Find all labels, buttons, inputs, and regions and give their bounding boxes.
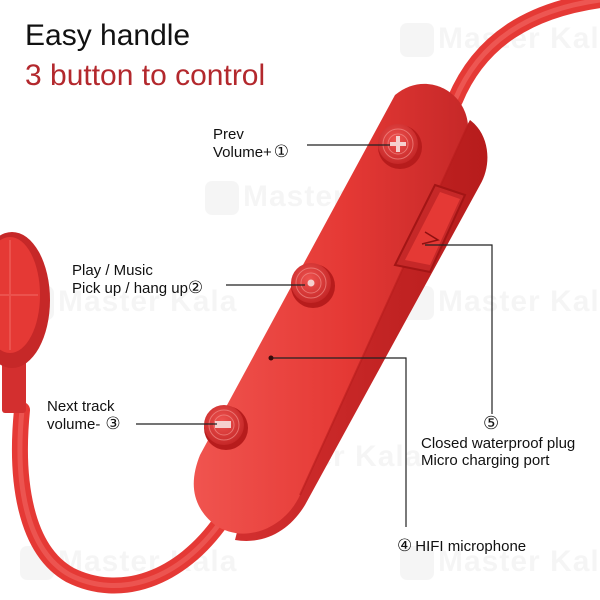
page-title: Easy handle bbox=[25, 19, 191, 52]
callout-number: ⑤ bbox=[483, 413, 500, 433]
plus-icon bbox=[390, 136, 406, 152]
callout-play-pickup: Play / Music Pick up / hang up② bbox=[72, 262, 204, 297]
callout-number: ④ bbox=[397, 536, 413, 555]
leader-lines bbox=[136, 144, 493, 527]
callout-prev-volume-up: Prev Volume+① bbox=[213, 126, 290, 161]
callout-number: ① bbox=[273, 142, 290, 161]
remote-body bbox=[193, 83, 468, 534]
minus-icon bbox=[215, 421, 231, 428]
callout-number: ② bbox=[187, 278, 204, 297]
cable-top bbox=[447, 0, 600, 108]
charging-port-cover bbox=[393, 183, 467, 274]
dot-icon bbox=[307, 279, 315, 287]
chevron-right-icon bbox=[421, 231, 440, 245]
button-play bbox=[291, 263, 335, 308]
microphone-hole bbox=[268, 355, 274, 361]
callout-number: ③ bbox=[105, 414, 121, 433]
page-subtitle: 3 button to control bbox=[25, 59, 266, 92]
callout-charging-port: Closed waterproof plug Micro charging po… bbox=[421, 435, 576, 469]
button-volume-down bbox=[204, 405, 248, 450]
callout-next-volume-down: Next track volume-③ bbox=[47, 398, 121, 433]
button-volume-up bbox=[378, 124, 422, 169]
